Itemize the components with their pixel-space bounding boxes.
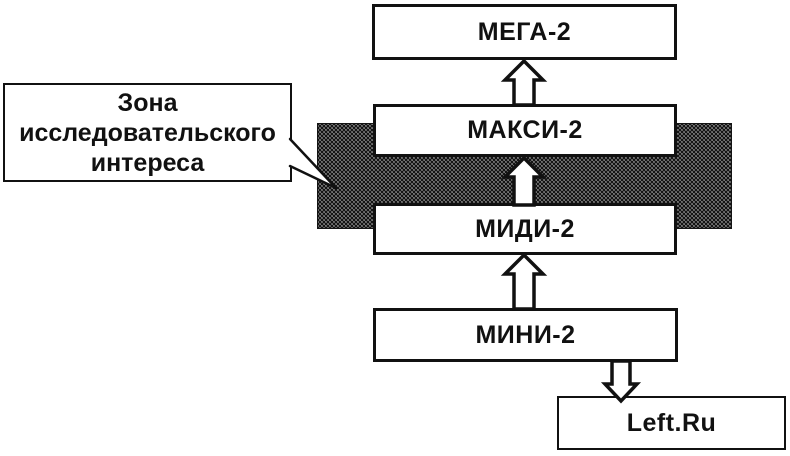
node-maksi-2-label: МАКСИ-2: [467, 116, 583, 144]
node-midi-2: МИДИ-2: [373, 203, 677, 255]
node-mini-2: МИНИ-2: [373, 308, 678, 362]
arrow-mini-to-leftru-icon: [600, 359, 642, 404]
callout-research-zone: Зона исследовательского интереса: [3, 83, 292, 182]
node-mega-2: МЕГА-2: [372, 4, 677, 60]
node-midi-2-label: МИДИ-2: [475, 214, 575, 243]
node-mini-2-label: МИНИ-2: [475, 320, 576, 349]
arrow-mini-to-midi-icon: [500, 252, 548, 311]
callout-line-3: интереса: [90, 148, 205, 177]
node-leftru-label: Left.Ru: [626, 408, 717, 437]
arrow-maksi-to-mega-icon: [500, 58, 548, 107]
callout-line-1: Зона: [117, 88, 178, 117]
node-mega-2-label: МЕГА-2: [477, 17, 572, 46]
callout-line-2: исследовательского: [19, 118, 276, 147]
node-leftru: Left.Ru: [557, 396, 786, 450]
node-maksi-2: МАКСИ-2: [373, 104, 677, 157]
